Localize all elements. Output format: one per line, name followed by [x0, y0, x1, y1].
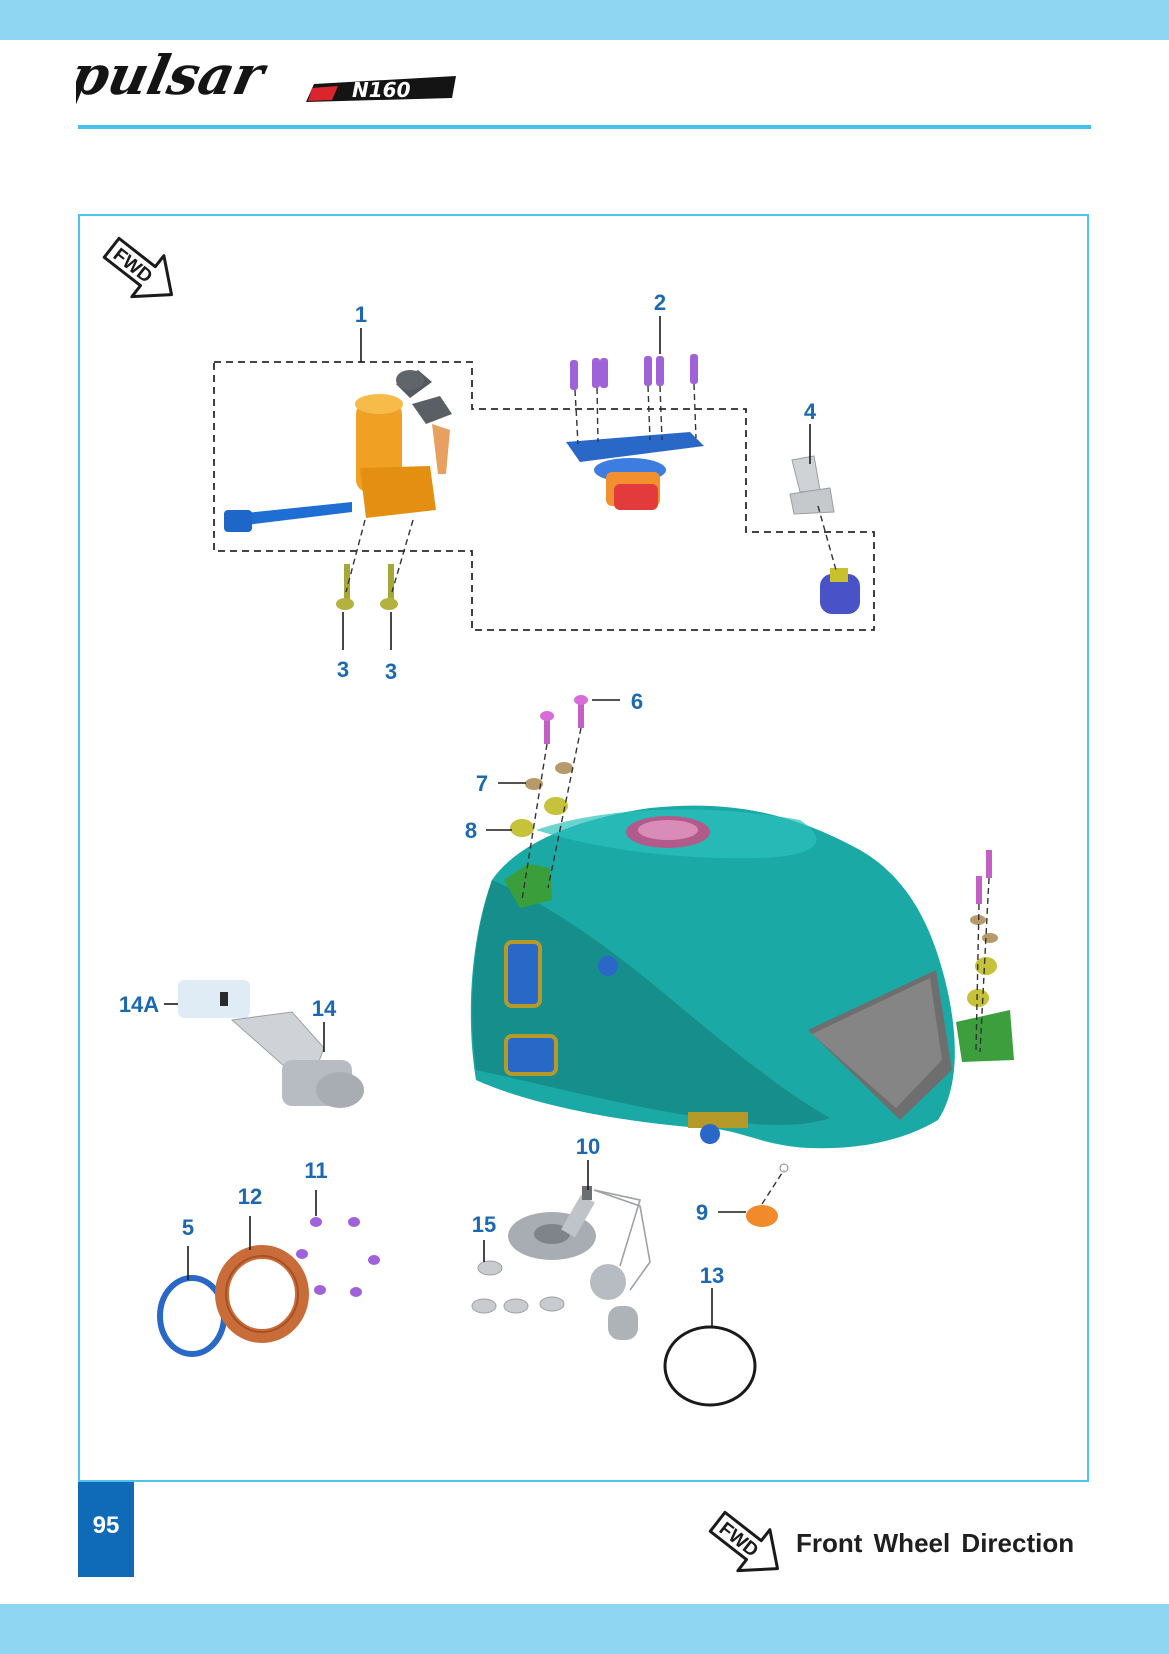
top-band [0, 0, 1169, 40]
callout-3-right: 3 [385, 659, 397, 684]
callout-13: 13 [700, 1263, 724, 1288]
fuel-sensor-part [508, 1186, 651, 1340]
diagram-frame [78, 214, 1089, 1482]
callout-2: 2 [654, 290, 666, 315]
callout-6: 6 [631, 689, 643, 714]
callout-leaders [164, 316, 811, 1326]
page-number: 95 [78, 1482, 134, 1577]
ignition-switch-part [224, 370, 452, 532]
screw-parts [336, 564, 398, 610]
callout-5: 5 [182, 1215, 194, 1240]
legend-fwd-arrow-icon: FWD [708, 1510, 780, 1573]
lock-set-outline [213, 361, 875, 631]
callout-15: 15 [472, 1212, 496, 1237]
bottom-band [0, 1604, 1169, 1654]
callout-7: 7 [476, 771, 488, 796]
lock-ring-part [157, 1275, 227, 1357]
callout-11: 11 [304, 1158, 327, 1183]
fuel-cap-part [566, 354, 704, 510]
pulsar-logo: pulsar N160 [76, 44, 456, 107]
drain-plug-part [746, 1205, 778, 1227]
callout-12: 12 [238, 1184, 262, 1209]
header-rule [78, 125, 1091, 129]
bracket-lock-part [789, 455, 860, 614]
o-ring-part [663, 1325, 757, 1407]
callout-10: 10 [576, 1134, 600, 1159]
assembly-guide-lines [345, 383, 990, 1205]
callout-1: 1 [355, 302, 367, 327]
gasket-part [215, 1245, 309, 1343]
logo-model-badge: N160 [352, 78, 411, 102]
fuel-tank-part [470, 805, 1014, 1149]
callout-14a: 14A [119, 992, 159, 1017]
callout-9: 9 [696, 1200, 708, 1225]
fwd-arrow-icon: FWD [102, 236, 174, 299]
front-wheel-direction-label: Front Wheel Direction [796, 1528, 1075, 1558]
logo-script: pulsar [76, 44, 274, 107]
grommet-parts [471, 1260, 565, 1314]
small-bolt-parts [296, 1217, 380, 1297]
callout-3-left: 3 [337, 657, 349, 682]
fuel-pump-part [178, 980, 364, 1108]
callout-14: 14 [312, 996, 337, 1021]
callout-4: 4 [804, 399, 817, 424]
callout-8: 8 [465, 818, 477, 843]
fastener-parts [510, 695, 998, 1007]
